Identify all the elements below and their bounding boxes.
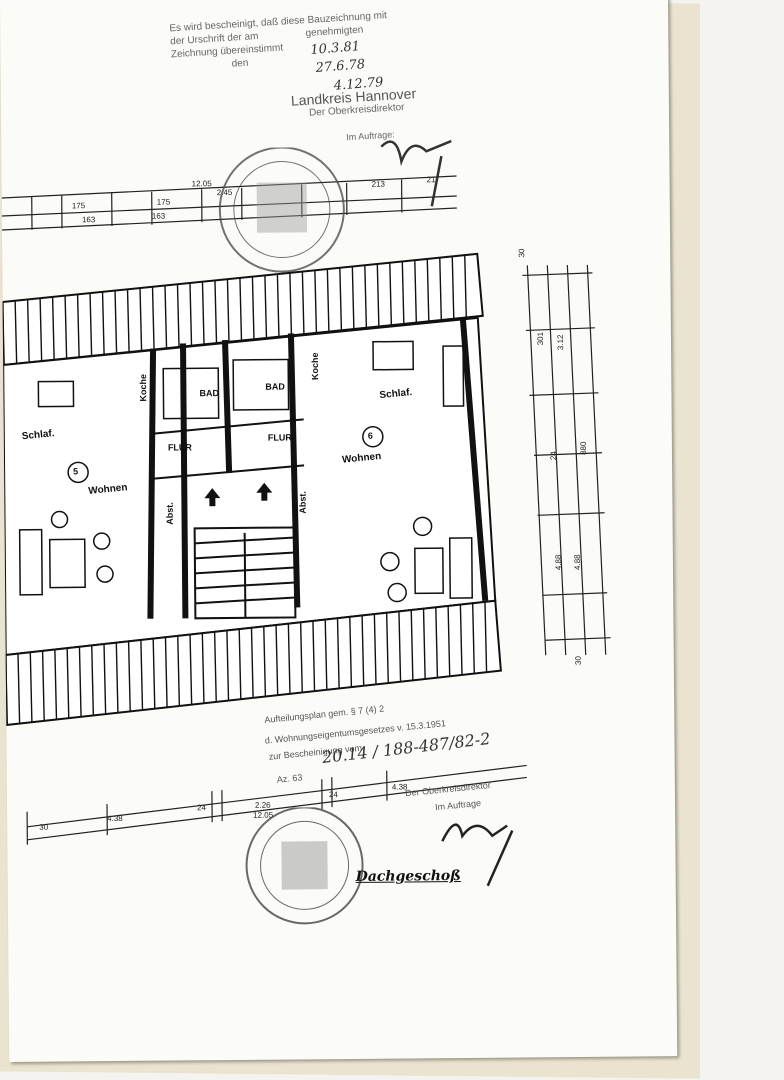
dim-bottom-5: 24 <box>329 790 339 799</box>
dim-right-9: 4.88 <box>573 554 582 570</box>
dimension-chain-top <box>1 175 457 231</box>
dim-top-8: 213 <box>372 180 386 189</box>
dim-bottom-0: 30 <box>39 823 49 832</box>
room-label-hall-5: FLUR <box>167 442 192 453</box>
dim-top-3: 163 <box>82 215 96 224</box>
arrow-up-right <box>256 482 273 501</box>
dim-right-8: 4.88 <box>554 554 563 570</box>
unit-number-6: 6 <box>367 430 373 441</box>
seal-top <box>218 146 345 273</box>
dim-right-10: 30 <box>574 655 583 665</box>
walls <box>147 317 489 619</box>
dim-top-1: 175 <box>72 201 86 210</box>
dim-bottom-6: 4.38 <box>392 782 408 791</box>
dim-right-0: 30 <box>517 248 526 258</box>
dimension-chain-bottom <box>26 764 527 845</box>
room-label-storage-5: Abst. <box>164 502 175 525</box>
roof-hatch-bottom <box>4 599 502 727</box>
room-label-storage-6: Abst. <box>297 491 308 514</box>
room-label-kitchen-6: Koche <box>309 352 321 381</box>
room-label-kitchen-5: Koche <box>138 373 149 402</box>
furniture <box>18 340 473 603</box>
dimension-chain-right <box>522 264 611 656</box>
building-outline <box>2 316 497 657</box>
floor-label: Dachgeschoß <box>355 868 461 885</box>
dim-top-4: 163 <box>152 212 166 221</box>
dim-bottom-4: 12.05 <box>253 811 274 820</box>
arrow-up-left <box>204 488 221 507</box>
seal-bottom <box>245 806 364 925</box>
document-page: Es wird bescheinigt, daß diese Bauzeichn… <box>1 10 611 925</box>
signature-top <box>380 139 452 207</box>
dim-top-10: 2.45 <box>217 188 233 197</box>
room-label-bath-6: BAD <box>265 381 285 392</box>
floor-plan: 12.05 175 175 163 163 2.45 213 21 <box>1 146 611 845</box>
dim-top-2: 175 <box>157 198 171 207</box>
signature-bottom <box>441 823 514 887</box>
dim-bottom-3: 2.26 <box>255 801 271 810</box>
certification-line-2-end: genehmigten <box>305 24 364 40</box>
dim-right-2: 3.12 <box>556 334 565 350</box>
dim-top-0: 12.05 <box>192 179 213 188</box>
dim-right-7: 24 <box>549 451 558 461</box>
room-label-bath-5: BAD <box>199 388 219 399</box>
room-label-hall-6: FLUR <box>267 432 292 443</box>
dim-bottom-2: 24 <box>197 803 207 812</box>
dim-right-1: 301 <box>536 331 545 345</box>
dim-top-9: 21 <box>427 175 437 184</box>
unit-number-5: 5 <box>73 466 79 477</box>
roof-hatch-top <box>1 252 484 367</box>
dim-bottom-1: 4.38 <box>107 814 123 823</box>
handwritten-date-2: 27.6.78 <box>315 57 366 76</box>
dim-right-6: 880 <box>579 441 588 455</box>
